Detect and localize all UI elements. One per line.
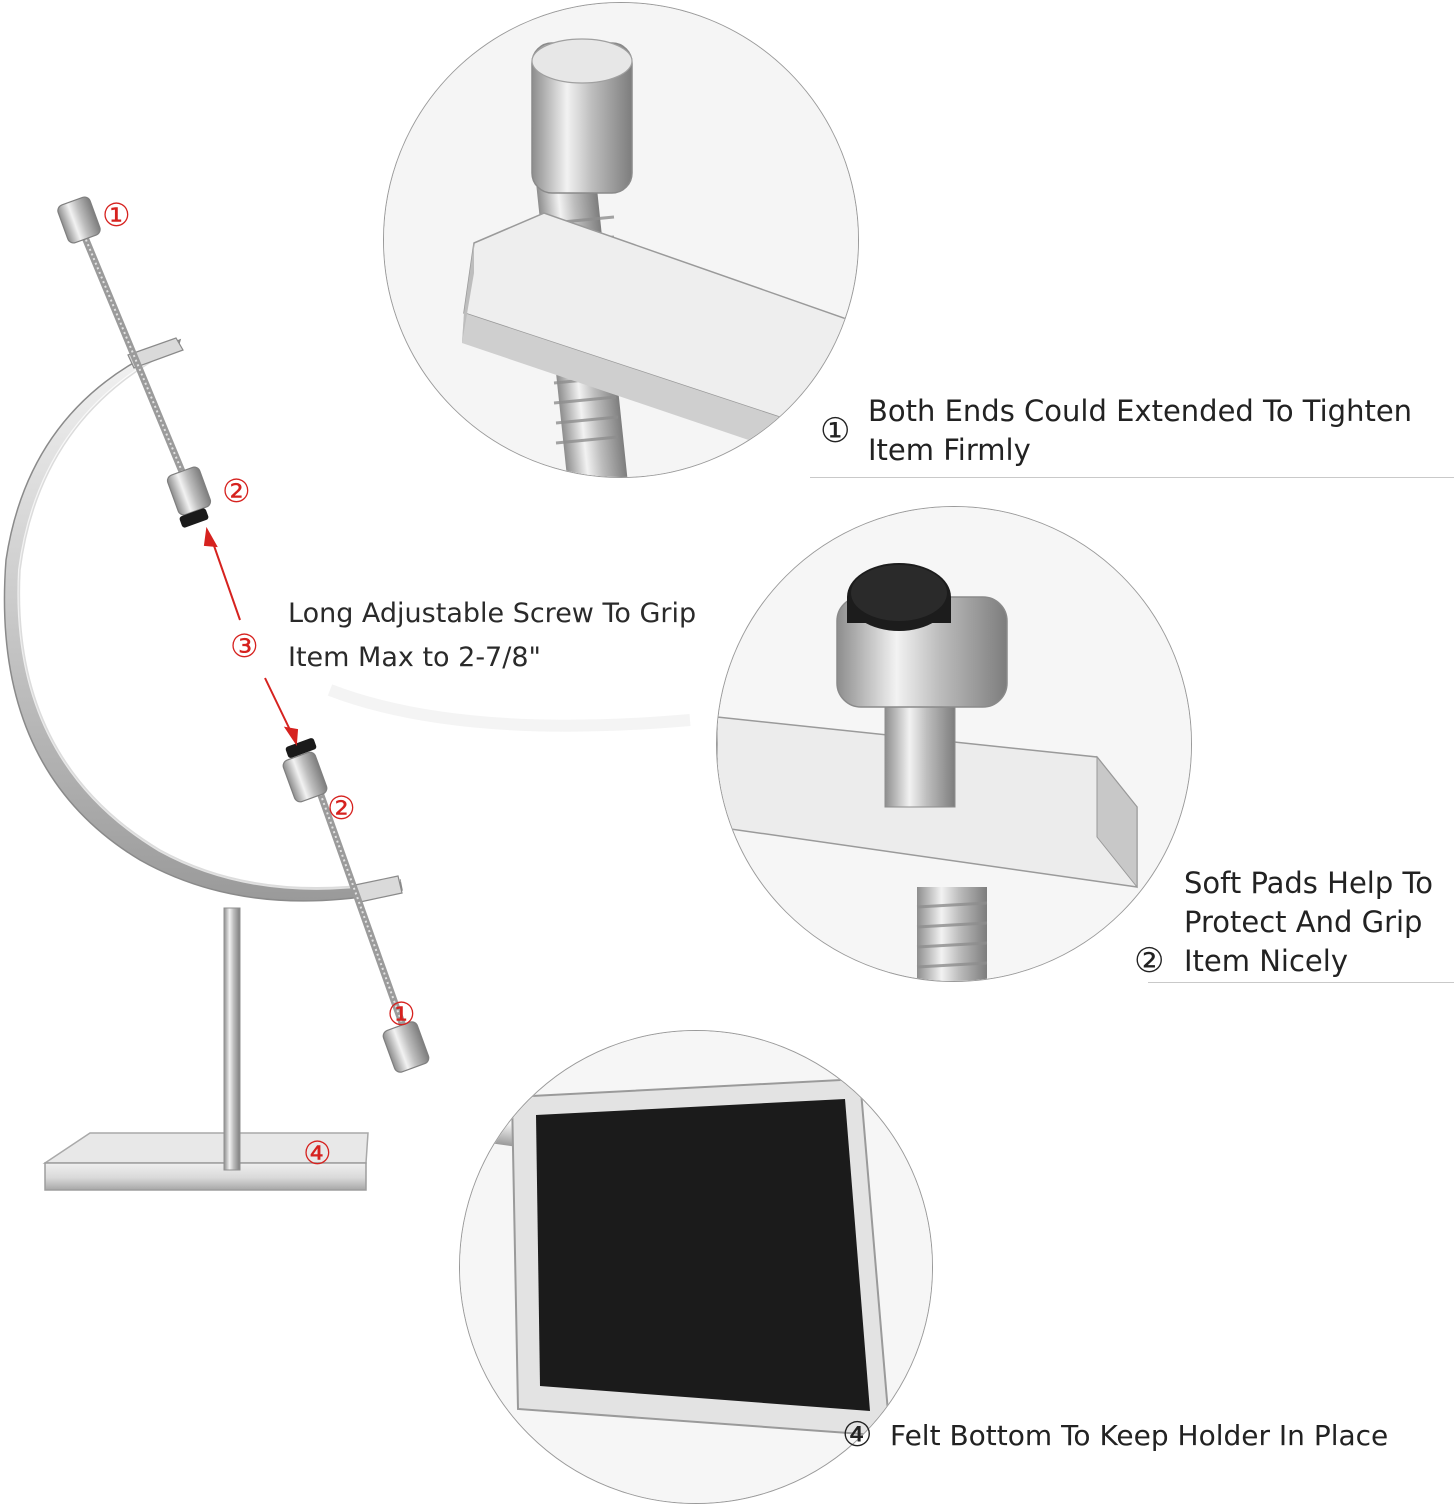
feature4-caption: ④ Felt Bottom To Keep Holder In Place [842,1416,1454,1455]
feature2-line2: Protect And Grip [1184,905,1423,939]
feature2-line3: Item Nicely [1184,944,1348,978]
feature4-number: ④ [842,1415,873,1455]
feature2-line1: Soft Pads Help To [1184,866,1433,900]
callout-lower-pad: ② [327,789,356,827]
divider-2 [1148,982,1454,983]
callout-top-end: ① [102,196,131,234]
middle-note: Long Adjustable Screw To Grip Item Max t… [288,592,696,680]
base-plate [42,1132,369,1191]
callout-upper-pad: ② [222,472,251,510]
callout-bottom-end: ① [387,995,416,1033]
feature4-text: Felt Bottom To Keep Holder In Place [890,1419,1389,1452]
feature1-caption: ① Both Ends Could Extended To Tighten It… [820,392,1452,470]
upper-pad [166,466,212,528]
feature1-line1: Both Ends Could Extended To Tighten [868,394,1413,428]
detail-circle-felt-bottom [459,1030,933,1504]
bottom-end-cap [382,1021,430,1073]
feature2-number: ② [1134,941,1165,981]
feature1-number: ① [820,411,851,451]
middle-note-line1: Long Adjustable Screw To Grip [288,598,697,629]
top-end-cap [57,196,101,244]
detail-circle-end-cap [383,2,859,478]
detail-circle-soft-pad [716,506,1192,982]
divider-1 [810,477,1454,478]
feature2-caption: ② Soft Pads Help To Protect And Grip Ite… [1134,864,1454,981]
feature1-line2: Item Firmly [868,433,1031,467]
lower-pad [282,738,328,803]
middle-note-line2: Item Max to 2-7/8" [288,642,541,673]
vertical-post [223,907,241,1171]
callout-middle: ③ [230,627,259,665]
grip-range-arrows [203,526,299,746]
callout-base: ④ [303,1134,332,1172]
